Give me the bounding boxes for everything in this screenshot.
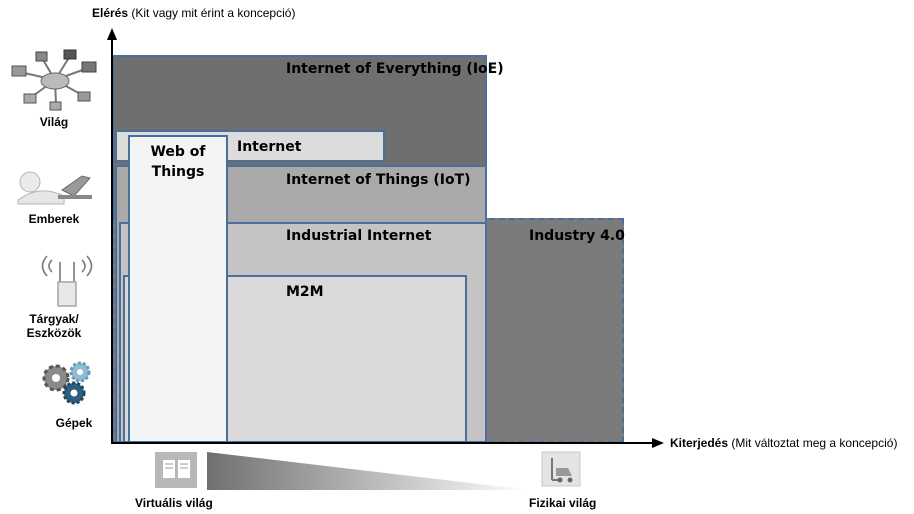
wireless-device-icon xyxy=(41,255,93,307)
row-label-targyak-line1: Tárgyak/ xyxy=(29,312,79,326)
gears-icon xyxy=(42,361,91,405)
row-label-emberek: Emberek xyxy=(28,212,80,226)
y-axis-title-text: Elérés xyxy=(92,6,129,20)
ioe-label: Internet of Everything (IoE) xyxy=(286,61,504,77)
x-axis-subtitle: (Mit változtat meg a koncepció) xyxy=(731,436,898,450)
row-label-targyak: Tárgyak/ Eszközök xyxy=(9,312,99,340)
physical-world-icon xyxy=(541,451,581,487)
virtual-world-label: Virtuális világ xyxy=(135,496,213,510)
y-axis xyxy=(107,28,117,443)
x-axis-title-text: Kiterjedés xyxy=(670,436,729,450)
row-label-gepek: Gépek xyxy=(55,416,93,430)
virtual-physical-gradient xyxy=(207,452,530,490)
y-axis-subtitle: (Kit vagy mit érint a koncepció) xyxy=(131,6,296,20)
web-of-things-label-line1: Web of xyxy=(150,144,206,160)
row-label-vilag: Világ xyxy=(39,115,69,129)
person-laptop-icon xyxy=(17,171,92,205)
m2m-label: M2M xyxy=(286,284,324,300)
network-globe-icon xyxy=(11,49,97,111)
x-axis-title: Kiterjedés (Mit változtat meg a koncepci… xyxy=(670,436,897,450)
physical-world-label: Fizikai világ xyxy=(529,496,597,510)
row-label-targyak-line2: Eszközök xyxy=(26,326,82,340)
web-of-things-box xyxy=(128,135,228,443)
industrial-internet-label: Industrial Internet xyxy=(286,228,432,244)
internet-label: Internet xyxy=(237,139,302,155)
industry40-label: Industry 4.0 xyxy=(529,228,625,244)
virtual-world-icon xyxy=(155,452,197,488)
iot-label: Internet of Things (IoT) xyxy=(286,172,471,188)
y-axis-title: Elérés (Kit vagy mit érint a koncepció) xyxy=(92,6,295,20)
x-axis xyxy=(111,438,664,448)
web-of-things-label: Web of Things xyxy=(128,142,228,182)
web-of-things-label-line2: Things xyxy=(151,164,205,180)
